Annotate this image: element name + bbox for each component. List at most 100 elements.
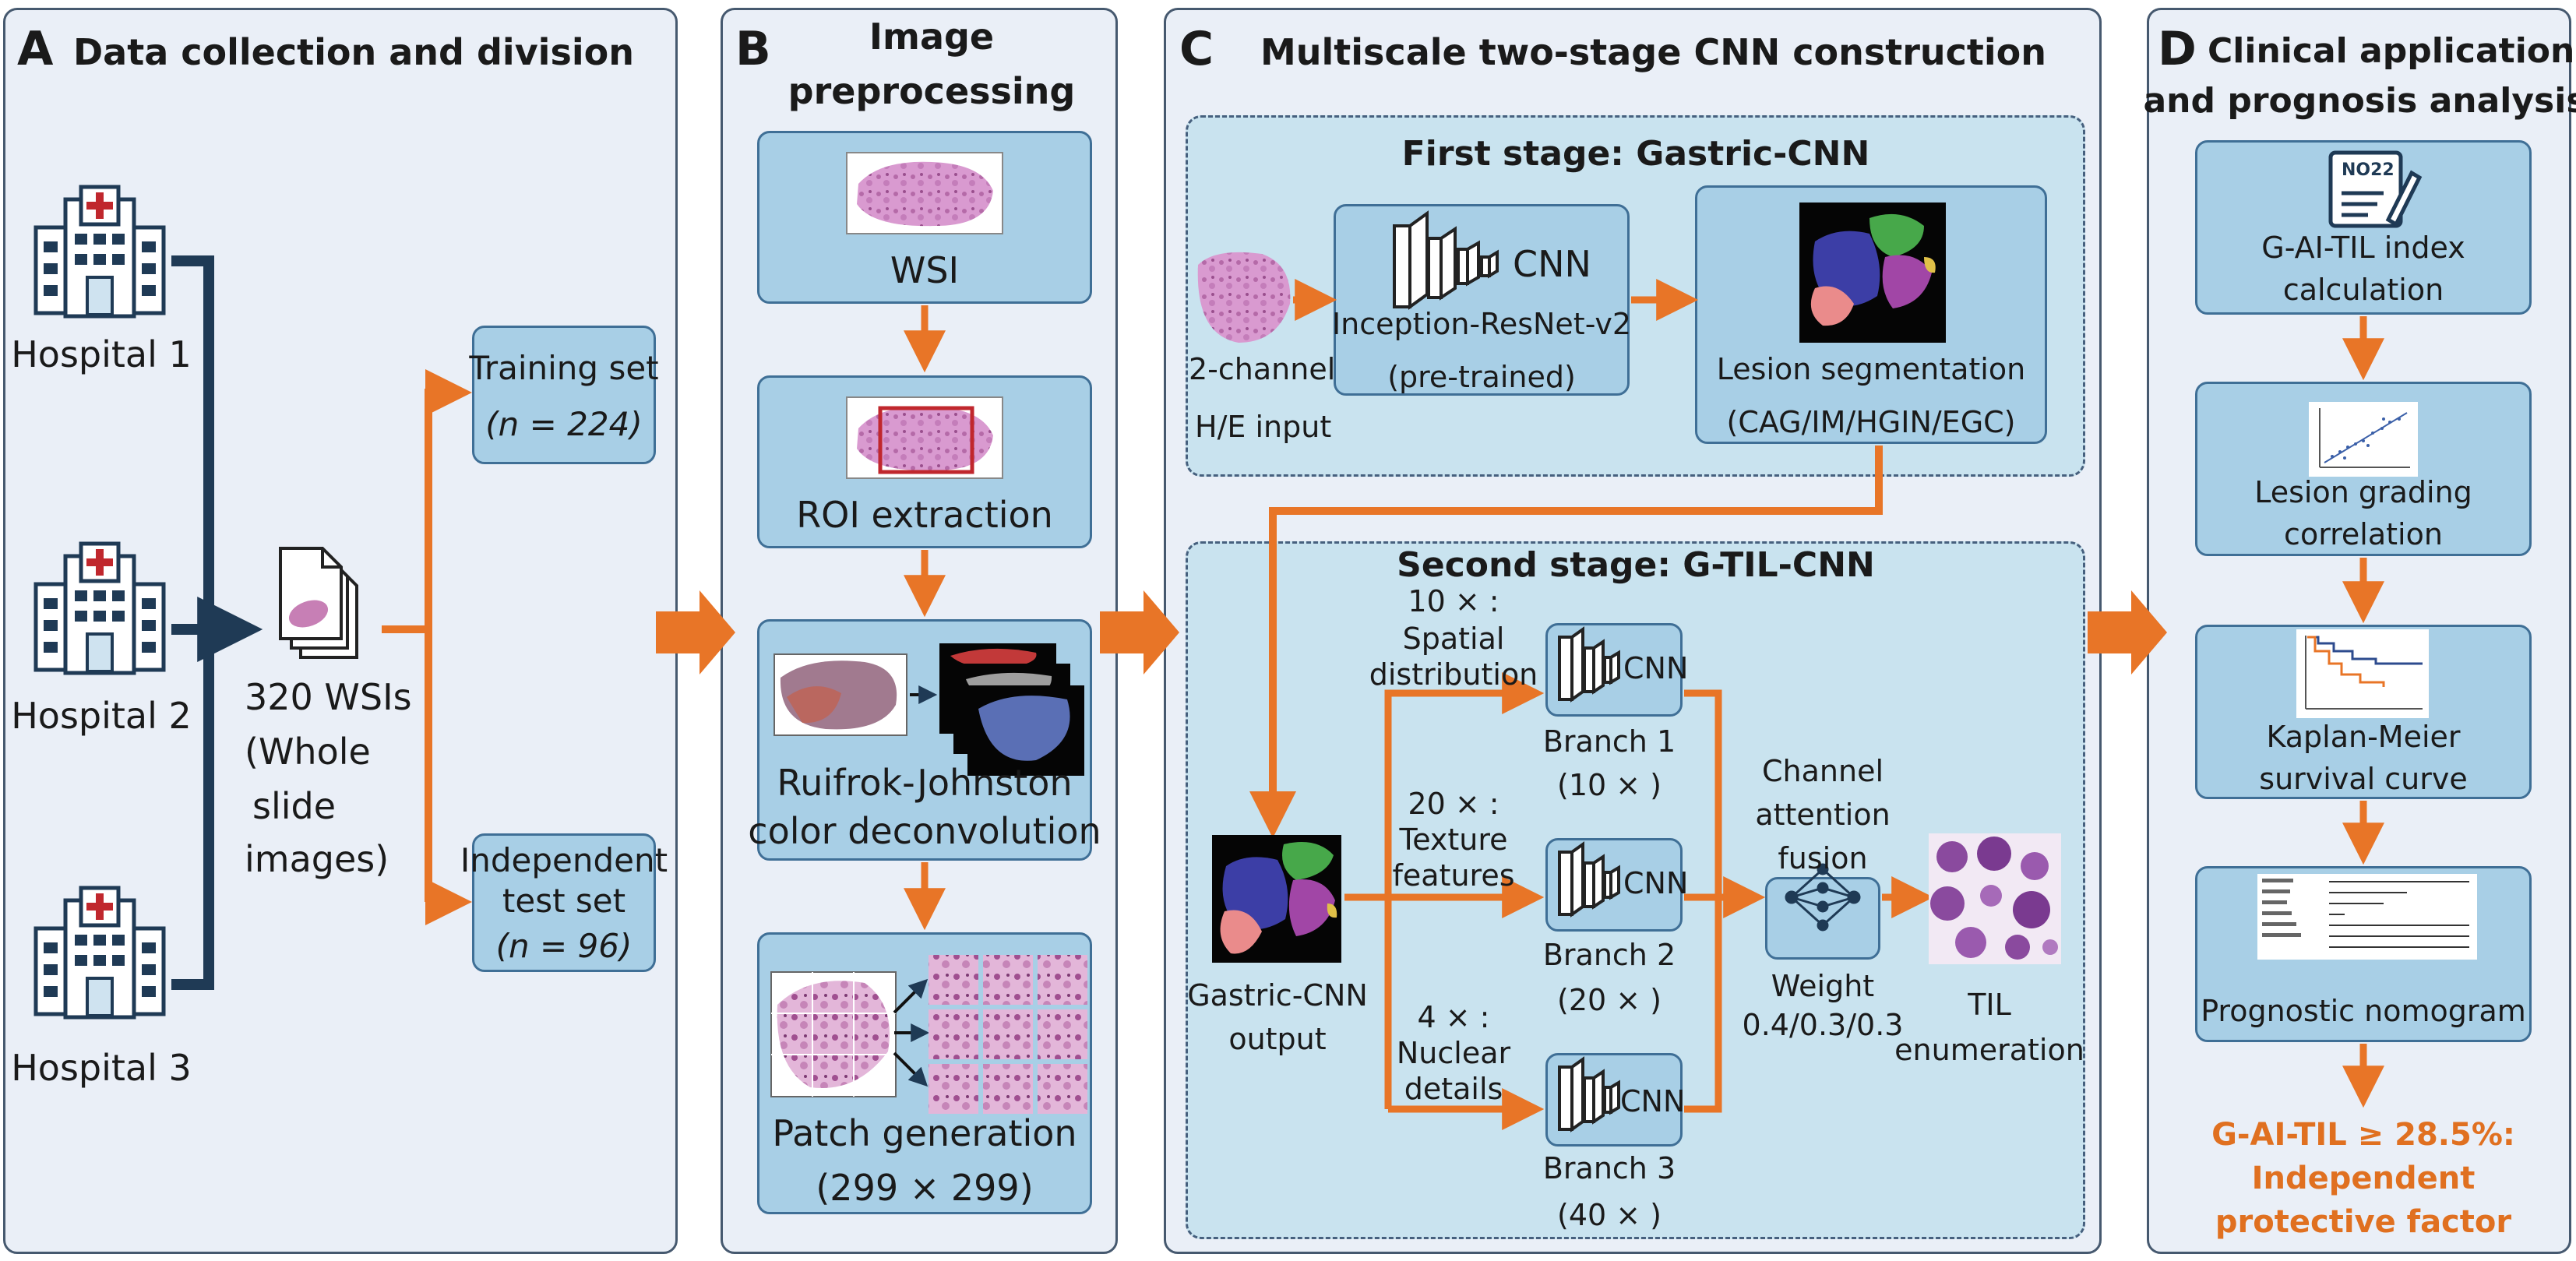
branch-1-scale: 10 × : [1408,584,1499,618]
branch-3-cnn: CNN [1620,1084,1686,1118]
he-input-label-2: H/E input [1195,410,1332,444]
roi-thumbnail [846,396,1003,479]
segmentation-label-2: (CAG/IM/HGIN/EGC) [1726,405,2016,439]
fusion-label-1: Channel [1761,754,1884,788]
result-line-2: Independent [2251,1161,2476,1196]
wsi-count-label: 320 WSIs [245,676,412,718]
training-set-label: Training set [469,349,659,387]
branch-2-cnn: CNN [1623,866,1689,900]
til-label-2: enumeration [1894,1033,2084,1067]
panel-transition-arrows [656,590,2167,675]
panel-a-title: Data collection and division [73,31,634,73]
nomogram-icon [2257,874,2477,960]
cnn-layers-icon [1393,210,1499,310]
branch-1-mag: (10 × ) [1556,768,1662,802]
scatter-plot-icon [2309,402,2418,477]
neural-net-icon [1785,863,1861,932]
panel-d-title-2: and prognosis analysis [2143,81,2576,121]
patch-generation-graphic [770,955,1087,1114]
index-calc-label-1: G-AI-TIL index [2261,231,2465,265]
stage-link-arrow [1249,446,1883,839]
gastric-output-map [1212,835,1341,963]
model-name-label: Inception-ResNet-v2 [1331,307,1632,341]
branch-3-desc-2: details [1404,1072,1503,1106]
he-input-thumbnail [1197,252,1291,343]
hospital-1-label: Hospital 1 [11,333,192,375]
fusion-label-3: fusion [1778,841,1868,875]
km-label-2: survival curve [2259,762,2468,796]
branch-1-cnn: CNN [1623,651,1689,685]
wsi-stack-icon [279,547,358,659]
branch-merge-arrows [1684,689,1934,1113]
result-line-1: G-AI-TIL ≥ 28.5%: [2211,1117,2515,1153]
hospital-2-icon [33,541,166,675]
weight-label-2: 0.4/0.3/0.3 [1742,1008,1904,1042]
branch-cnn-icons [1558,626,1620,1132]
clipboard-text: NO22 [2342,160,2395,180]
branch-split-arrows [1344,672,1545,1130]
panel-c-letter: C [1179,22,1214,76]
wsi-thumbnail [846,152,1003,234]
index-calc-label-2: calculation [2282,273,2444,307]
branch-3-mag: (40 × ) [1556,1198,1662,1232]
branch-2-scale: 20 × : [1408,787,1499,821]
test-set-label-2: test set [502,882,626,920]
split-arrows [382,369,473,925]
patch-step-label-2: (299 × 299) [816,1167,1034,1209]
first-stage-title: First stage: Gastric-CNN [1401,134,1870,174]
segmentation-label-1: Lesion segmentation [1716,352,2026,386]
branch-2-name: Branch 2 [1542,938,1676,972]
wsi-step-label: WSI [890,249,960,291]
gastric-output-label-2: output [1228,1022,1327,1056]
branch-3-name: Branch 3 [1542,1151,1676,1185]
wsi-desc-line1: (Whole [245,731,371,773]
deconvolution-graphic [774,643,1084,776]
patch-step-label-1: Patch generation [772,1112,1077,1154]
training-set-n: (n = 224) [485,405,643,443]
branch-3-desc-1: Nuclear [1396,1036,1511,1070]
panel-d-letter: D [2158,22,2197,76]
wsi-desc-line2: slide [252,785,337,827]
test-set-label-1: Independent [460,841,668,879]
km-label-1: Kaplan-Meier [2266,720,2461,754]
branch-1-desc-2: distribution [1369,657,1538,692]
clipboard-icon [2328,150,2423,228]
hospital-3-label: Hospital 3 [11,1047,192,1089]
til-cells-image [1929,833,2061,964]
branch-2-desc-2: features [1392,858,1515,893]
result-line-3: protective factor [2215,1204,2512,1240]
panel-b-title-1: Image [869,16,995,58]
panel-b-letter: B [735,22,771,76]
grading-label-2: correlation [2284,517,2443,551]
weight-label-1: Weight [1771,969,1875,1003]
deconv-step-label-2: color deconvolution [748,810,1101,852]
panel-d-title-1: Clinical application [2208,31,2575,71]
test-set-n: (n = 96) [495,927,633,965]
branch-2-mag: (20 × ) [1556,983,1662,1017]
hospital-2-label: Hospital 2 [11,695,192,737]
branch-1-name: Branch 1 [1542,724,1676,759]
branch-1-desc-1: Spatial [1402,622,1505,656]
panel-b-title-2: preprocessing [788,70,1076,112]
hospital-merge-connector [171,255,263,990]
gastric-output-label-1: Gastric-CNN [1187,978,1368,1013]
nomogram-label: Prognostic nomogram [2201,994,2526,1028]
branch-2-desc-1: Texture [1399,822,1508,857]
roi-step-label: ROI extraction [796,494,1053,536]
model-pretrained-label: (pre-trained) [1387,360,1576,394]
km-curve-icon [2296,629,2429,718]
he-input-label-1: 2-channel [1189,352,1336,386]
branch-3-scale: 4 × : [1417,1000,1490,1034]
til-label-1: TIL [1968,988,2011,1022]
panel-a-letter: A [17,22,54,76]
hospital-1-icon [33,185,166,319]
wsi-desc-line3: images) [245,838,389,880]
deconv-step-label-1: Ruifrok-Johnston [777,762,1073,804]
fusion-label-2: attention [1755,798,1891,832]
training-set-box [472,326,656,464]
panel-c-title: Multiscale two-stage CNN construction [1260,31,2047,73]
grading-label-1: Lesion grading [2254,475,2472,509]
second-stage-title: Second stage: G-TIL-CNN [1397,545,1875,585]
